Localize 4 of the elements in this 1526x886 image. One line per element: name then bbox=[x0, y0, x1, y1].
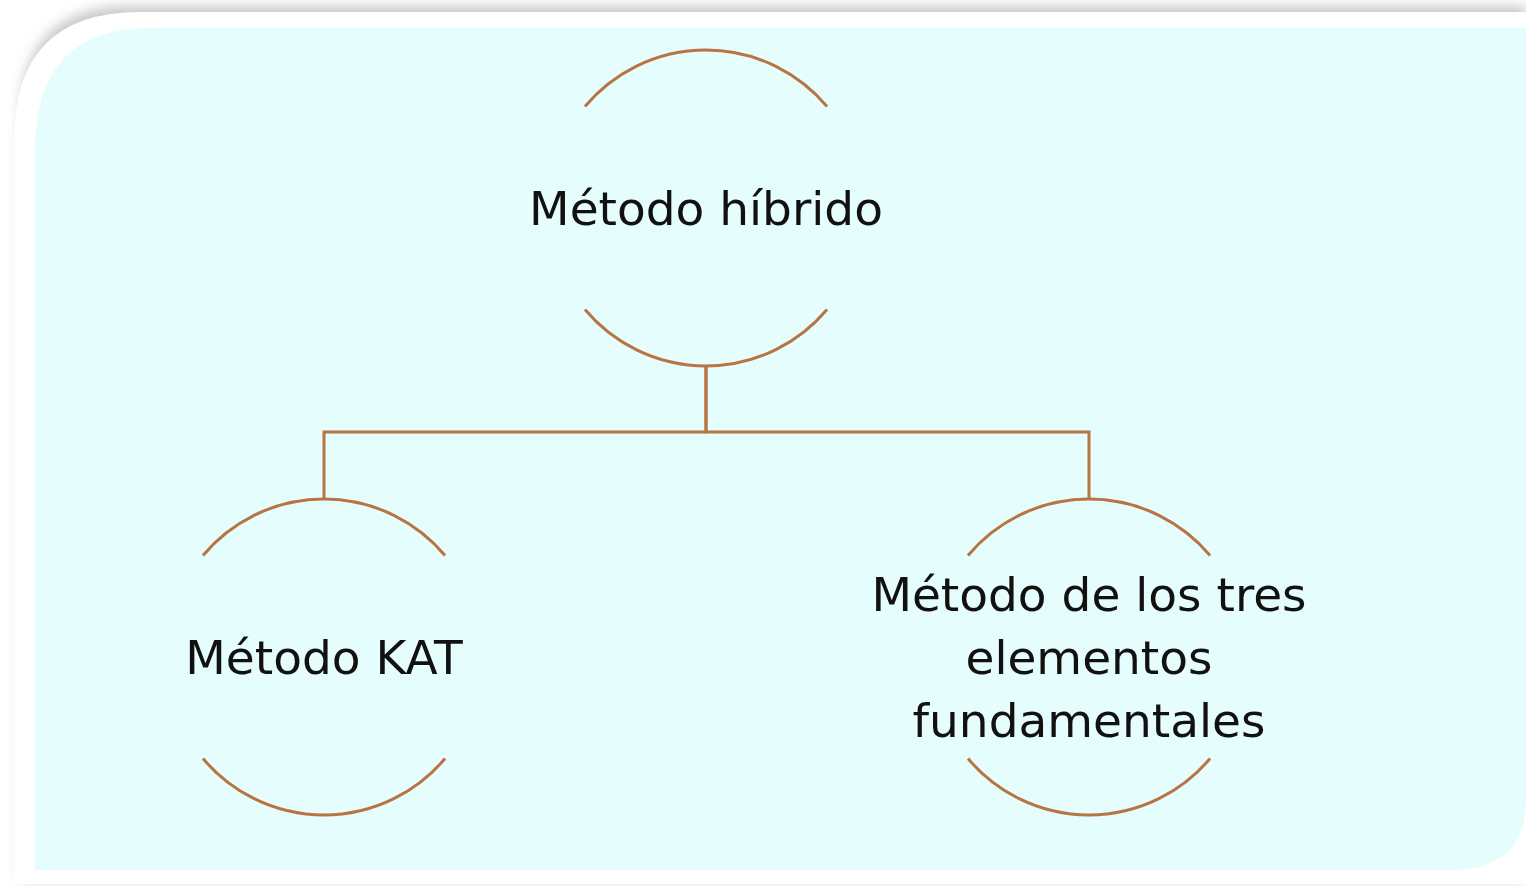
node-label: Método híbrido bbox=[528, 179, 884, 238]
node-label: Método KAT bbox=[184, 628, 464, 687]
connector-line bbox=[704, 366, 1091, 499]
node-label: Método de los tres elementos fundamentales bbox=[870, 565, 1308, 750]
